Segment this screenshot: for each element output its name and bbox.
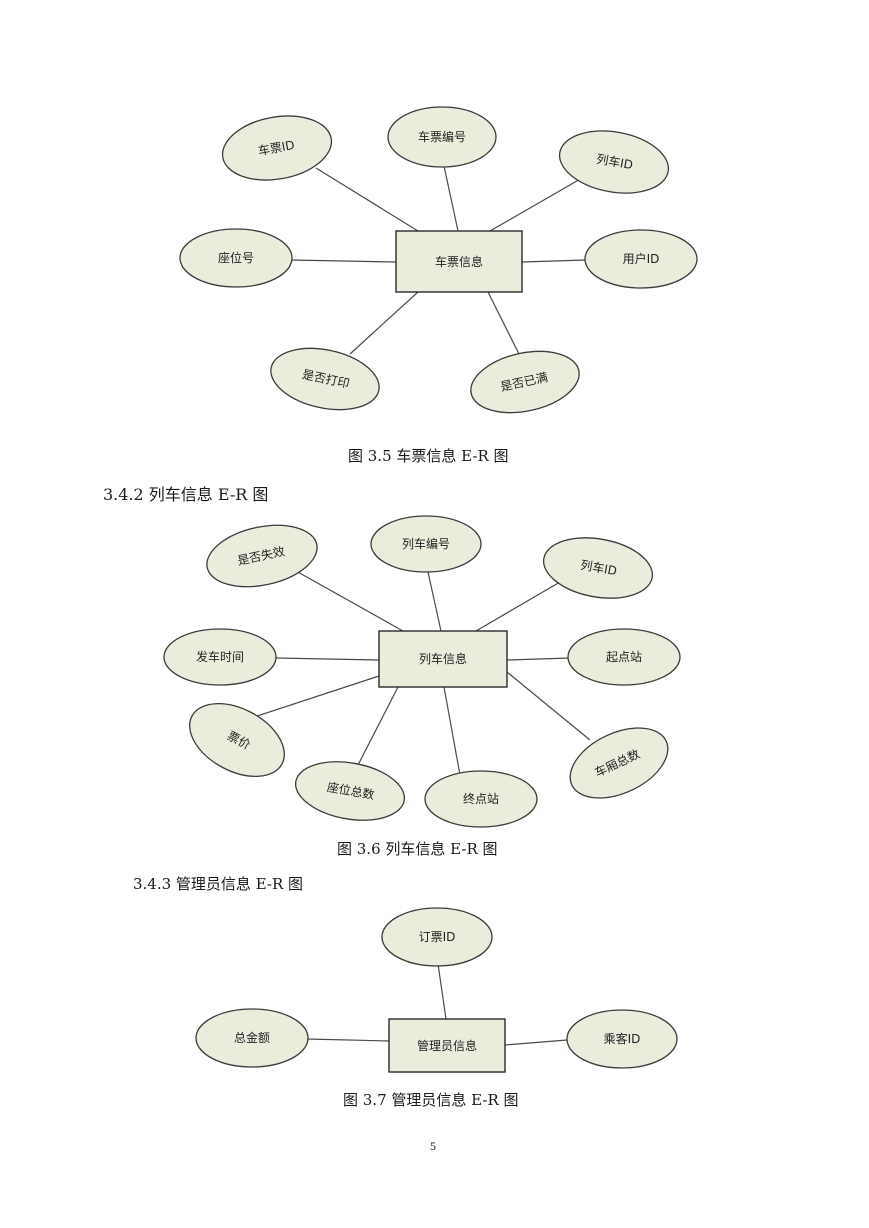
edge-price bbox=[253, 675, 380, 718]
edge-train-id bbox=[489, 177, 583, 232]
attr-booking-id-label: 订票ID bbox=[419, 930, 456, 944]
attr-departure-time bbox=[163, 628, 277, 686]
entity-admin-info bbox=[388, 1018, 506, 1073]
attr-passenger-id bbox=[566, 1009, 678, 1069]
attr-train-id-2 bbox=[542, 537, 654, 599]
attr-is-full bbox=[470, 350, 580, 414]
edge-is-invalid bbox=[295, 570, 404, 632]
edge-user-id bbox=[521, 259, 587, 263]
edge-total-amount bbox=[306, 1038, 390, 1042]
edge-is-printed bbox=[349, 291, 419, 355]
attr-carriage-total bbox=[569, 727, 669, 799]
edge-seat-total bbox=[357, 686, 399, 766]
entity-ticket-info bbox=[395, 230, 523, 293]
attr-passenger-id-label: 乘客ID bbox=[604, 1031, 641, 1046]
attr-ticket-id-label: 车票ID bbox=[257, 137, 296, 158]
page-number: 5 bbox=[430, 1139, 436, 1153]
attr-train-id-label: 列车ID bbox=[595, 151, 634, 172]
figure-caption-3-6: 图 3.6 列车信息 E-R 图 bbox=[337, 840, 498, 858]
attr-total-amount-label: 总金额 bbox=[234, 1030, 270, 1045]
attr-is-printed bbox=[270, 347, 380, 411]
attr-start-station-label: 起点站 bbox=[606, 650, 642, 664]
attr-train-id-2-label: 列车ID bbox=[579, 557, 618, 578]
attr-end-station-label: 终点站 bbox=[463, 791, 499, 806]
section-heading-3-4-3: 3.4.3 管理员信息 E-R 图 bbox=[133, 875, 304, 893]
attr-end-station bbox=[424, 770, 538, 828]
edge-seat-number bbox=[289, 259, 397, 263]
attr-departure-time-label: 发车时间 bbox=[196, 649, 244, 664]
figure-caption-3-5: 图 3.5 车票信息 E-R 图 bbox=[348, 447, 509, 465]
attr-is-invalid bbox=[206, 524, 318, 588]
er-diagram-train: 是否失效 列车编号 列车ID 起点站 车厢总数 终点站 座位总数 票价 发车时间… bbox=[163, 515, 681, 828]
figure-caption-3-7: 图 3.7 管理员信息 E-R 图 bbox=[343, 1091, 519, 1109]
attr-user-id bbox=[584, 229, 698, 289]
attr-total-amount bbox=[195, 1008, 309, 1068]
edge-booking-id bbox=[437, 963, 447, 1020]
edge-departure-time bbox=[275, 657, 380, 661]
entity-admin-info-label: 管理员信息 bbox=[417, 1038, 477, 1053]
attr-train-number-label: 列车编号 bbox=[402, 536, 450, 551]
edge-is-full bbox=[487, 291, 521, 357]
edge-start-station bbox=[506, 657, 571, 661]
attr-user-id-label: 用户ID bbox=[623, 251, 660, 266]
er-diagram-ticket: 车票ID 车票编号 列车ID 用户ID 是否已满 是否打印 座位号 车票信息 bbox=[179, 106, 698, 414]
attr-train-number bbox=[370, 515, 482, 573]
attr-train-id bbox=[558, 130, 670, 194]
edge-end-station bbox=[443, 686, 461, 776]
entity-ticket-info-label: 车票信息 bbox=[435, 254, 483, 269]
attr-seat-number bbox=[179, 228, 293, 288]
edge-ticket-number bbox=[443, 165, 459, 232]
attr-seat-number-label: 座位号 bbox=[218, 250, 254, 265]
edge-passenger-id bbox=[504, 1039, 568, 1046]
attr-seat-total bbox=[294, 761, 406, 821]
section-heading-3-4-2: 3.4.2 列车信息 E-R 图 bbox=[103, 485, 269, 504]
edge-train-number bbox=[427, 571, 442, 632]
edge-train-id-2 bbox=[475, 581, 561, 632]
attr-ticket-id bbox=[221, 115, 333, 181]
attr-start-station bbox=[567, 628, 681, 686]
entity-train-info bbox=[378, 630, 508, 688]
attr-booking-id bbox=[381, 907, 493, 967]
edge-carriage-total bbox=[506, 671, 591, 741]
er-diagram-admin: 订票ID 乘客ID 总金额 管理员信息 bbox=[195, 907, 678, 1073]
attr-ticket-number-label: 车票编号 bbox=[418, 129, 466, 144]
attr-ticket-number bbox=[387, 106, 497, 168]
edge-ticket-id bbox=[315, 167, 419, 232]
attr-price bbox=[189, 702, 285, 778]
entity-train-info-label: 列车信息 bbox=[419, 651, 467, 666]
